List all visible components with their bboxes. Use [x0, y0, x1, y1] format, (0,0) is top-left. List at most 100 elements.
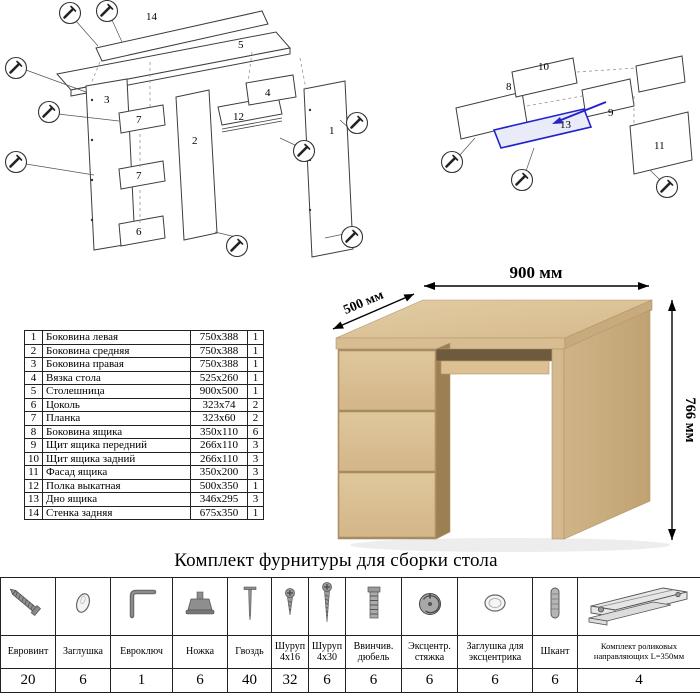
part-name: Боковина средняя	[43, 344, 191, 358]
hardware-table: Евровинт Заглушка Евроключ Ножка Гвоздь …	[0, 577, 700, 693]
fastener-callout-icon	[97, 1, 118, 22]
part-size: 350x110	[191, 425, 248, 439]
fastener-callout-icon	[6, 58, 27, 79]
part-label: 2	[192, 135, 198, 147]
part-name: Полка выкатная	[43, 479, 191, 493]
desk-top-front-edge	[336, 338, 565, 349]
hardware-icon-cell	[272, 578, 309, 636]
part-size: 750x388	[191, 331, 248, 345]
part-number: 8	[25, 425, 43, 439]
part-qty: 3	[248, 452, 264, 466]
fastener-callout-icon	[60, 3, 81, 24]
fastener-callout-icon	[442, 152, 463, 173]
hardware-icon-cell	[346, 578, 402, 636]
part-qty: 1	[248, 385, 264, 399]
part-name: Боковина левая	[43, 331, 191, 345]
part-name: Боковина ящика	[43, 425, 191, 439]
part-qty: 1	[248, 479, 264, 493]
part-number: 13	[25, 493, 43, 507]
hexkey-icon	[119, 579, 165, 629]
hardware-name: Евроключ	[111, 636, 173, 669]
part-label: 6	[136, 226, 142, 238]
part-size: 266x110	[191, 439, 248, 453]
hardware-kit-title: Комплект фурнитуры для сборки стола	[0, 550, 672, 572]
callout-leaders	[459, 138, 660, 180]
part-size: 500x350	[191, 479, 248, 493]
part-qty: 1	[248, 506, 264, 520]
hardware-icon-cell	[309, 578, 346, 636]
part-name: Боковина правая	[43, 358, 191, 372]
part-qty: 1	[248, 358, 264, 372]
part-qty: 2	[248, 412, 264, 426]
part-name: Фасад ящика	[43, 466, 191, 480]
part-number: 9	[25, 439, 43, 453]
right-panel-inner-face	[564, 310, 650, 539]
part-label: 1	[329, 125, 335, 137]
part-size: 323x74	[191, 398, 248, 412]
screw-short-icon	[273, 579, 307, 629]
part-size: 900x500	[191, 385, 248, 399]
fastener-callout-icon	[6, 152, 27, 173]
fastener-callout-icon	[227, 236, 248, 257]
part-label: 3	[104, 94, 110, 106]
part-number: 1	[25, 331, 43, 345]
part-size: 350x200	[191, 466, 248, 480]
hardware-name: Шуруп 4x16	[272, 636, 309, 669]
roller-guides-icon	[583, 578, 695, 630]
part-label: 14	[146, 11, 158, 23]
under-top-shadow	[436, 349, 552, 361]
dimension-height: 766 мм	[668, 300, 698, 540]
wooden-dowel-icon	[535, 579, 575, 629]
middle-side-panel-part2	[176, 90, 217, 240]
hardware-name: Шуруп 4x30	[309, 636, 346, 669]
hardware-name-row: Евровинт Заглушка Евроключ Ножка Гвоздь …	[1, 636, 700, 669]
part-size: 266x110	[191, 452, 248, 466]
hardware-name: Ножка	[173, 636, 228, 669]
part-label: 4	[265, 87, 271, 99]
part-label: 7	[136, 170, 142, 182]
hardware-icon-cell	[458, 578, 533, 636]
part-number: 10	[25, 452, 43, 466]
part-number: 14	[25, 506, 43, 520]
part-number: 11	[25, 466, 43, 480]
tie-panel-part4	[246, 75, 296, 105]
part-size: 346x295	[191, 493, 248, 507]
hardware-name: Евровинт	[1, 636, 56, 669]
part-qty: 1	[248, 331, 264, 345]
part-size: 750x388	[191, 358, 248, 372]
part-label: 8	[506, 81, 512, 93]
part-qty: 1	[248, 371, 264, 385]
eccentric-cap-icon	[472, 579, 518, 629]
hardware-name: Эксцентр. стяжка	[402, 636, 458, 669]
part-name: Вязка стола	[43, 371, 191, 385]
hardware-icon-cell	[1, 578, 56, 636]
screw-in-dowel-icon	[351, 579, 397, 629]
hardware-name: Заглушка для эксцентрика	[458, 636, 533, 669]
part-number: 6	[25, 398, 43, 412]
hardware-icon-cell	[111, 578, 173, 636]
part-size: 525x260	[191, 371, 248, 385]
part-name: Дно ящика	[43, 493, 191, 507]
part-label: 11	[654, 140, 665, 152]
part-number: 5	[25, 385, 43, 399]
part-size: 750x388	[191, 344, 248, 358]
part-label: 10	[538, 61, 550, 73]
hardware-name: Гвоздь	[228, 636, 272, 669]
part-name: Стенка задняя	[43, 506, 191, 520]
fastener-callout-icon	[342, 227, 363, 248]
part-label: 13	[560, 119, 572, 131]
part-name: Столешница	[43, 385, 191, 399]
drawer-front-bottom	[339, 473, 435, 537]
dimension-width: 900 мм	[424, 263, 649, 290]
hardware-name: Шкант	[533, 636, 578, 669]
part-label: 12	[233, 111, 244, 123]
desk-render: 900 мм 500 мм 766 мм	[320, 246, 700, 558]
